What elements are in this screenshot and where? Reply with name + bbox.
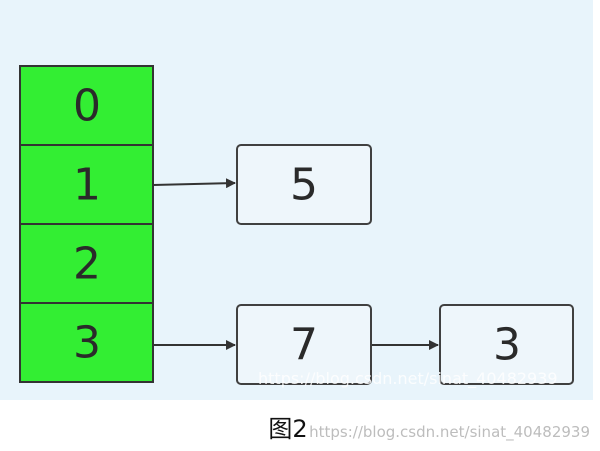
array-cell-1: 1 (19, 144, 154, 225)
array-cell-0-label: 0 (73, 81, 101, 132)
watermark-overlay: https://blog.csdn.net/sinat_40482939 (258, 369, 558, 389)
list-node-5-label: 5 (290, 160, 318, 211)
arrow-cell1-to-node5 (152, 178, 236, 189)
array-cell-2-label: 2 (73, 239, 101, 290)
array-cell-3-label: 3 (73, 318, 101, 369)
list-node-7: 7 (236, 304, 372, 385)
array-cell-1-label: 1 (73, 160, 101, 211)
array-cell-0: 0 (19, 65, 154, 146)
figure-caption: 图2 (268, 415, 308, 443)
array-cell-3: 3 (19, 302, 154, 383)
list-node-3-label: 3 (493, 320, 521, 371)
list-node-5: 5 (236, 144, 372, 225)
watermark-text: https://blog.csdn.net/sinat_40482939 (309, 423, 590, 441)
list-node-3: 3 (439, 304, 574, 385)
hash-table-diagram: 0 1 2 3 5 7 3 https://blog.csdn.net/sina… (19, 65, 574, 389)
array-cell-2: 2 (19, 223, 154, 304)
list-node-7-label: 7 (290, 320, 318, 371)
